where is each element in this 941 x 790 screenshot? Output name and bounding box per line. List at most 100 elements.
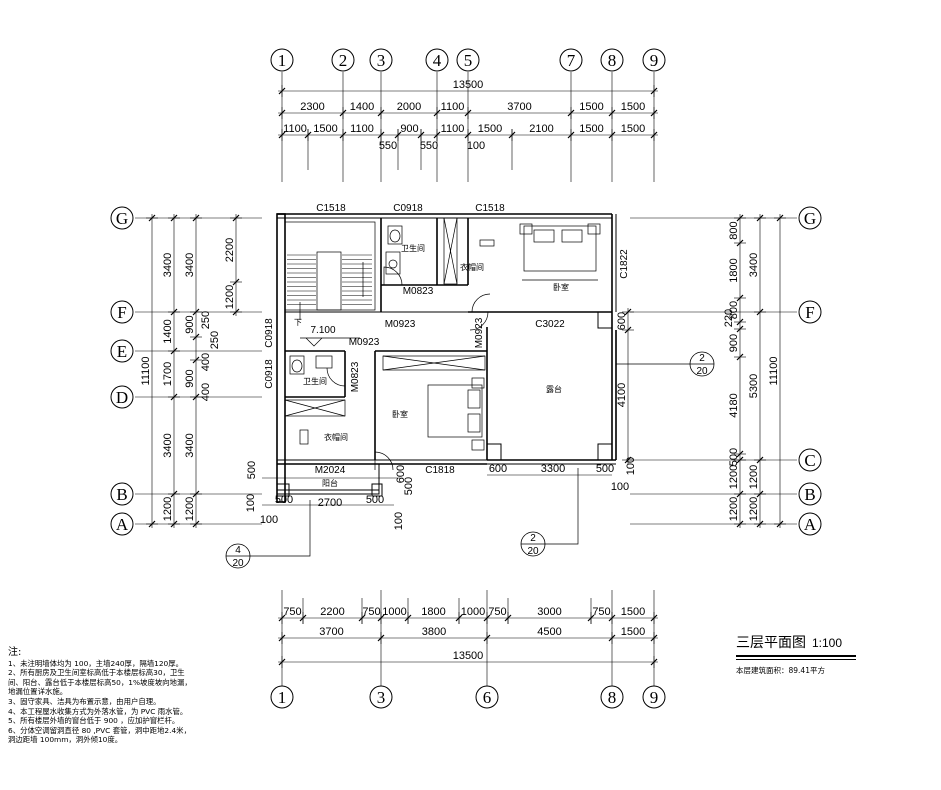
top-row1-dim-label: 1400 bbox=[350, 101, 374, 113]
detail-ref-num: 2 bbox=[530, 533, 536, 544]
top-row1-dim-tick bbox=[608, 109, 616, 117]
bottom-row1-dim-label: 750 bbox=[362, 606, 380, 618]
detail-ref-sheet: 20 bbox=[696, 366, 708, 377]
column bbox=[597, 443, 613, 461]
closet-2-cross bbox=[284, 399, 346, 417]
bottom-total-dim-tick bbox=[278, 658, 286, 666]
right-col1-dim-tick bbox=[736, 214, 744, 222]
axis-bubble-bottom bbox=[642, 685, 666, 709]
bedroom-2-wardrobe bbox=[382, 355, 486, 371]
axis-bubble-bottom-label: 9 bbox=[650, 688, 659, 707]
lower-dim: 600 bbox=[395, 465, 407, 483]
axis-bubble-left-label: D bbox=[116, 388, 128, 407]
left-col1-dim-label: 1700 bbox=[162, 362, 174, 386]
note-line: 5、所有楼层外墙的窗台低于 900 ，应加护窗栏杆。 bbox=[8, 716, 180, 726]
door-tag: M0823 bbox=[350, 361, 361, 392]
axis-bubble-top-label: 1 bbox=[278, 51, 287, 70]
bottom-row2-dim-tick bbox=[650, 634, 658, 642]
bottom-row2-dim-tick bbox=[377, 634, 385, 642]
lower-dim: 500 bbox=[275, 494, 293, 506]
top-row1-dim-tick bbox=[339, 109, 347, 117]
bottom-row1-dim-label: 1000 bbox=[461, 606, 485, 618]
right-col1-dim-label: 800 bbox=[728, 221, 740, 239]
axis-bubble-left bbox=[110, 385, 134, 409]
toilet-1-bowl bbox=[389, 229, 401, 243]
axis-bubble-bottom-label: 3 bbox=[377, 688, 386, 707]
wardrobe-cross bbox=[382, 355, 486, 371]
left-small-dim: 400 bbox=[200, 353, 212, 371]
axis-bubble-top-label: 3 bbox=[377, 51, 386, 70]
right-col1-dim-label: 1200 bbox=[728, 497, 740, 521]
door-tag: M0923 bbox=[474, 317, 485, 348]
right-inner-dim-tick bbox=[624, 326, 632, 334]
axis-bubble-left-label: G bbox=[116, 209, 128, 228]
room-label: 卫生间 bbox=[401, 243, 425, 253]
room-label: 衣帽间 bbox=[460, 262, 484, 272]
note-line: 6、分体空调留洞直径 80 ,PVC 套管，洞中距地2.4米， bbox=[8, 725, 191, 735]
detail-ref-sheet: 20 bbox=[232, 558, 244, 569]
left-col3-dim-label: 2200 bbox=[224, 238, 236, 262]
title-underline bbox=[736, 655, 856, 657]
window-tag: C3022 bbox=[535, 319, 565, 330]
left-col2-dim-label: 3400 bbox=[184, 253, 196, 277]
axis-bubble-top bbox=[559, 48, 583, 72]
window-tag: C1518 bbox=[475, 203, 505, 214]
room-label: 衣帽间 bbox=[324, 432, 348, 442]
top-row2-dim-label: 900 bbox=[400, 123, 418, 135]
sink-2 bbox=[315, 355, 333, 369]
axis-bubble-top-label: 9 bbox=[650, 51, 659, 70]
top-row2-dim-tick bbox=[567, 131, 575, 139]
top-row1-dim-tick bbox=[278, 109, 286, 117]
axis-bubble-left-label: E bbox=[117, 342, 127, 361]
right-outer-dim-tick bbox=[776, 520, 784, 528]
bed-1 bbox=[523, 225, 597, 272]
left-col1-dim-tick bbox=[170, 214, 178, 222]
bottom-row1-dim-label: 1000 bbox=[382, 606, 406, 618]
note-line: 1、未注明墙体均为 100，主墙240厚，隔墙120厚。 bbox=[8, 658, 184, 668]
bottom-row1-dim-tick bbox=[650, 614, 658, 622]
note-line: 间、阳台、露台低于本楼层标高50，1%坡度坡向地漏， bbox=[8, 677, 192, 687]
left-col1-dim-label: 3400 bbox=[162, 433, 174, 457]
right-col2-dim-label: 5300 bbox=[748, 374, 760, 398]
top-row1-dim-label: 3700 bbox=[507, 101, 531, 113]
left-col2-dim-tick bbox=[192, 214, 200, 222]
lower-dim: 100 bbox=[625, 457, 637, 475]
door-tag: M2024 bbox=[315, 465, 346, 476]
top-row2-dim-label: 2100 bbox=[529, 123, 553, 135]
right-inner-dim-tick bbox=[624, 308, 632, 316]
right-outer-dim-label: 11100 bbox=[768, 357, 780, 386]
top-row2-dim-label: 1100 bbox=[441, 123, 465, 135]
toilet-2 bbox=[289, 355, 305, 375]
left-small-dim: 250 bbox=[200, 311, 212, 329]
axis-bubble-top bbox=[270, 48, 294, 72]
bottom-row2-dim-tick bbox=[278, 634, 286, 642]
left-col1-dim-tick bbox=[170, 520, 178, 528]
right-small-dim: 220 bbox=[723, 309, 735, 327]
top-row2-dim-tick bbox=[278, 131, 286, 139]
top-row1-dim-tick bbox=[464, 109, 472, 117]
left-col2-dim-tick bbox=[192, 308, 200, 316]
left-col3-dim-tick bbox=[232, 214, 240, 222]
note-line: 4、本工程屋水收集方式为外落水管，为 PVC 雨水管。 bbox=[8, 706, 188, 716]
axis-bubble-right-label: A bbox=[804, 515, 817, 534]
axis-bubble-top-label: 2 bbox=[339, 51, 348, 70]
left-col2-dim-tick bbox=[192, 333, 200, 341]
detail-ref-num: 4 bbox=[235, 545, 241, 556]
column bbox=[276, 483, 290, 497]
right-col1-dim-tick bbox=[736, 490, 744, 498]
lower-dim: 600 bbox=[489, 463, 507, 475]
outer-wall-left bbox=[276, 213, 286, 503]
axis-bubble-right bbox=[798, 512, 822, 536]
top-row1-dim-label: 1500 bbox=[579, 101, 603, 113]
bottom-row1-dim-tick bbox=[608, 614, 616, 622]
door-swing bbox=[326, 367, 346, 387]
bottom-row1-dim-label: 1500 bbox=[621, 606, 645, 618]
lower-dim: 100 bbox=[611, 481, 629, 493]
lower-dim: 3300 bbox=[541, 463, 565, 475]
bottom-row1-dim-tick bbox=[377, 614, 385, 622]
top-row2-dim-label: 1500 bbox=[313, 123, 337, 135]
axis-bubble-top bbox=[600, 48, 624, 72]
right-col2-dim-tick bbox=[756, 456, 764, 464]
axis-bubble-top-label: 7 bbox=[567, 51, 576, 70]
bottom-row1-dim-tick bbox=[278, 614, 286, 622]
